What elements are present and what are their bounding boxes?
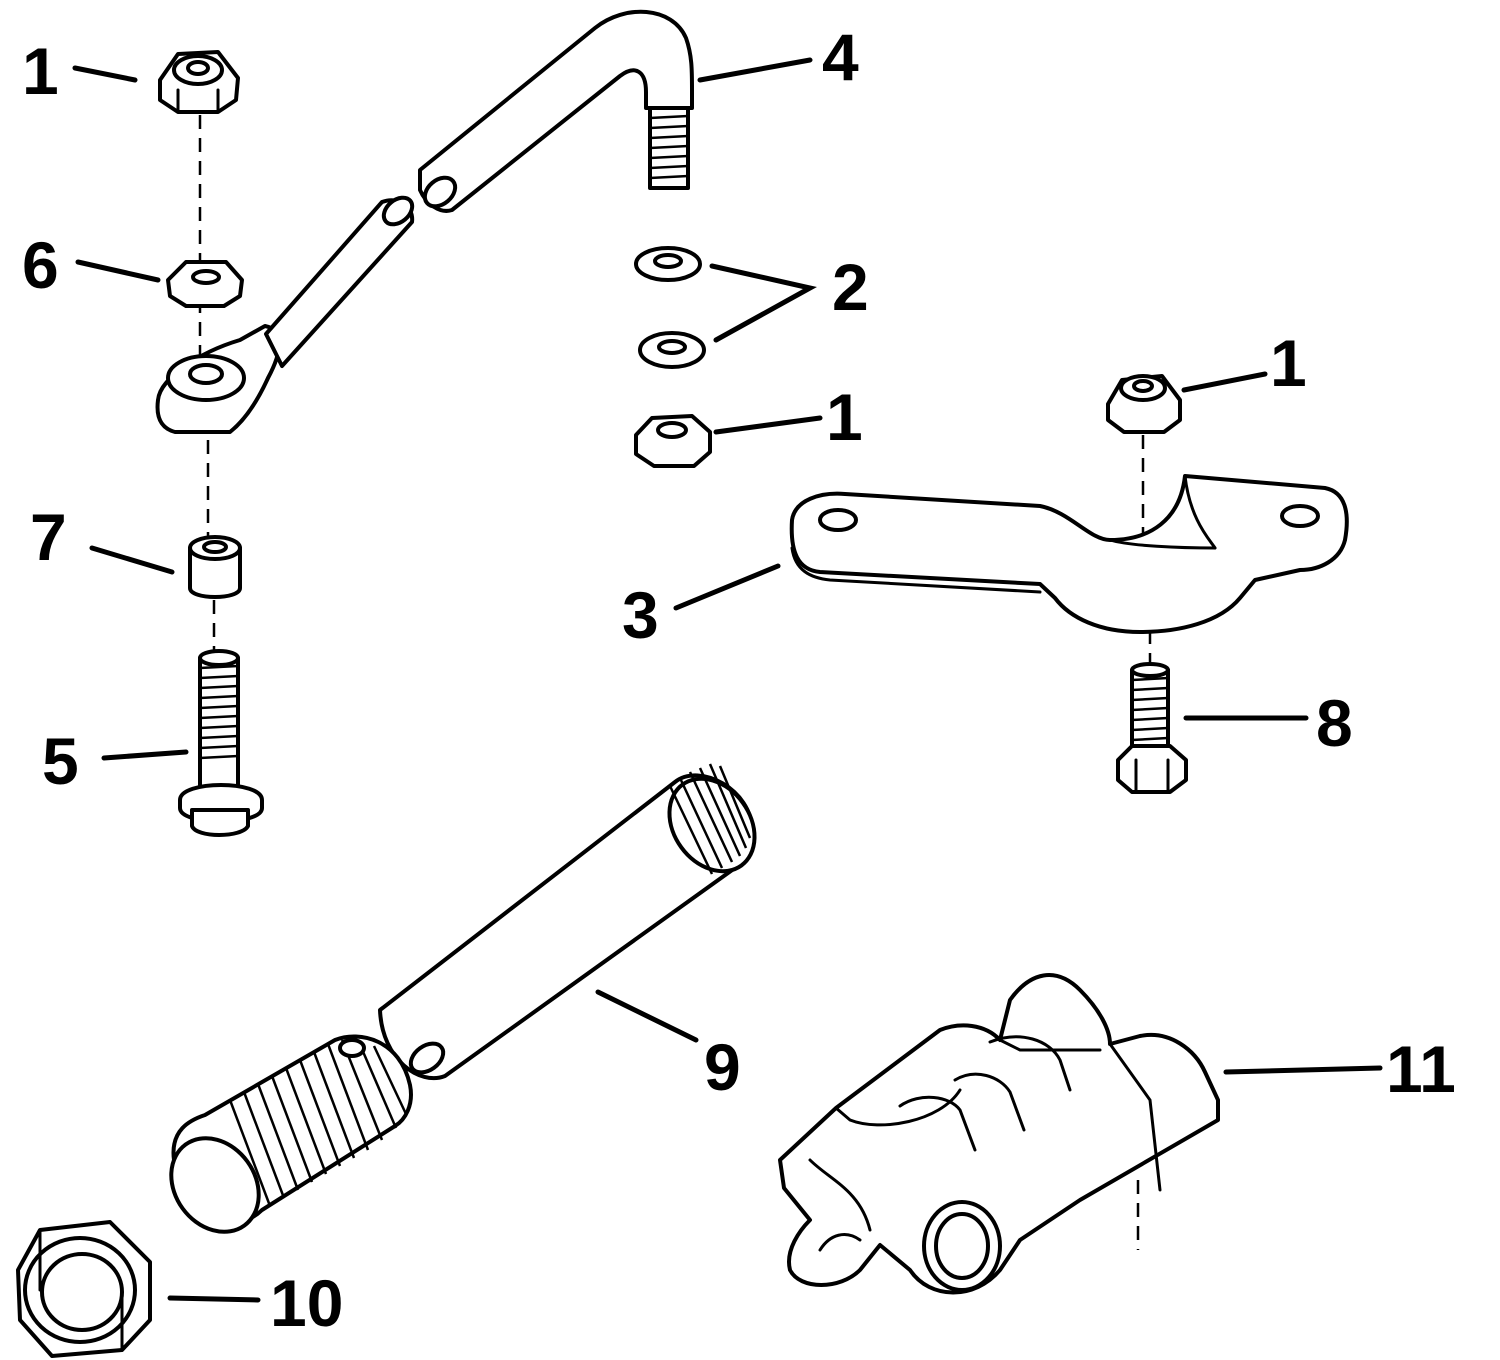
leader-11 [1223,1065,1383,1075]
leader-9 [595,989,699,1043]
callout-leader-lines [72,57,1383,1303]
callout-1-top-left: 1 [22,34,59,108]
part-4-tie-rod [155,9,694,434]
callout-2: 2 [832,250,869,324]
leader-10 [167,1295,261,1303]
callout-9: 9 [704,1030,741,1104]
leader-4 [697,57,813,83]
leader-3 [673,563,781,611]
callout-8: 8 [1316,686,1353,760]
leader-1c [1181,371,1268,393]
leader-1a [72,65,138,83]
part-2-washers [634,246,706,369]
callout-4: 4 [822,20,859,94]
leader-2 [709,263,817,343]
callout-5: 5 [42,724,79,798]
part-1-locknut-right [1106,374,1182,434]
leader-7 [89,545,175,575]
callout-7: 7 [30,500,67,574]
callout-6: 6 [22,228,59,302]
callout-numbers: 1 6 4 2 1 1 7 3 5 8 9 11 10 [22,20,1456,1340]
assembly-dashed-lines [198,115,1152,1250]
part-3-steering-arm [789,474,1349,634]
leader-1b [713,415,823,435]
part-9-steering-tube [169,763,757,1234]
callout-3: 3 [622,578,659,652]
part-5-flange-bolt [178,649,264,837]
part-8-hex-bolt [1116,662,1188,794]
callout-1-right: 1 [1270,326,1307,400]
callout-1-middle: 1 [826,380,863,454]
leader-6 [75,259,161,283]
part-6-nut [166,260,244,308]
part-10-large-nut [16,1220,152,1358]
leader-5 [101,749,189,761]
part-7-spacer-sleeve [188,535,242,599]
callout-10: 10 [270,1266,343,1340]
callout-11: 11 [1386,1032,1456,1106]
part-1-nut-middle [634,414,712,468]
part-11-steering-yoke [778,973,1220,1295]
part-1-locknut-top-left [158,50,240,114]
